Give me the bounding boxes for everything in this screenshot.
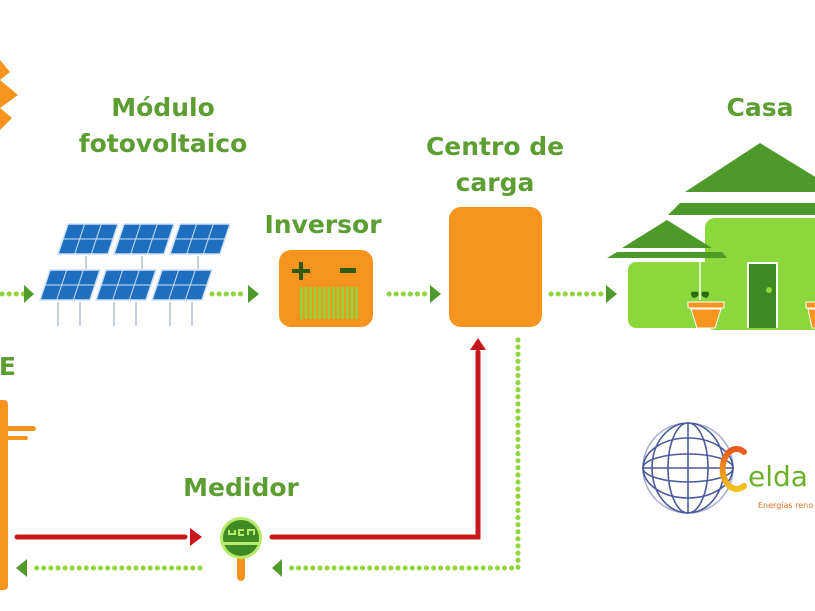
svg-text:Energías reno: Energías reno bbox=[758, 501, 813, 510]
minus-icon bbox=[340, 268, 356, 273]
module-label-1: Módulo bbox=[111, 93, 215, 122]
inverter-label: Inversor bbox=[264, 210, 382, 239]
green-arrowheads bbox=[16, 285, 617, 577]
load-center-icon bbox=[449, 207, 542, 327]
load-center-label-1: Centro de bbox=[426, 132, 564, 161]
utility-pole-icon bbox=[0, 400, 36, 590]
inverter-icon bbox=[279, 250, 373, 327]
meter-icon bbox=[220, 517, 262, 581]
house-icon bbox=[607, 143, 815, 330]
house-label: Casa bbox=[727, 93, 794, 122]
meter-label: Medidor bbox=[183, 473, 299, 502]
green-energy-flow bbox=[0, 291, 607, 571]
solar-panels-icon bbox=[38, 223, 232, 326]
celda-logo: elda Energías reno bbox=[642, 422, 813, 514]
logo-c-mark bbox=[719, 446, 747, 492]
module-label-2: fotovoltaico bbox=[79, 129, 248, 158]
red-arrowheads bbox=[190, 338, 486, 546]
red-grid-flow bbox=[14, 349, 481, 540]
sun-icon bbox=[0, 60, 18, 130]
load-center-label-2: carga bbox=[456, 168, 535, 197]
utility-label: CFE bbox=[0, 352, 16, 381]
svg-text:elda: elda bbox=[748, 460, 808, 493]
